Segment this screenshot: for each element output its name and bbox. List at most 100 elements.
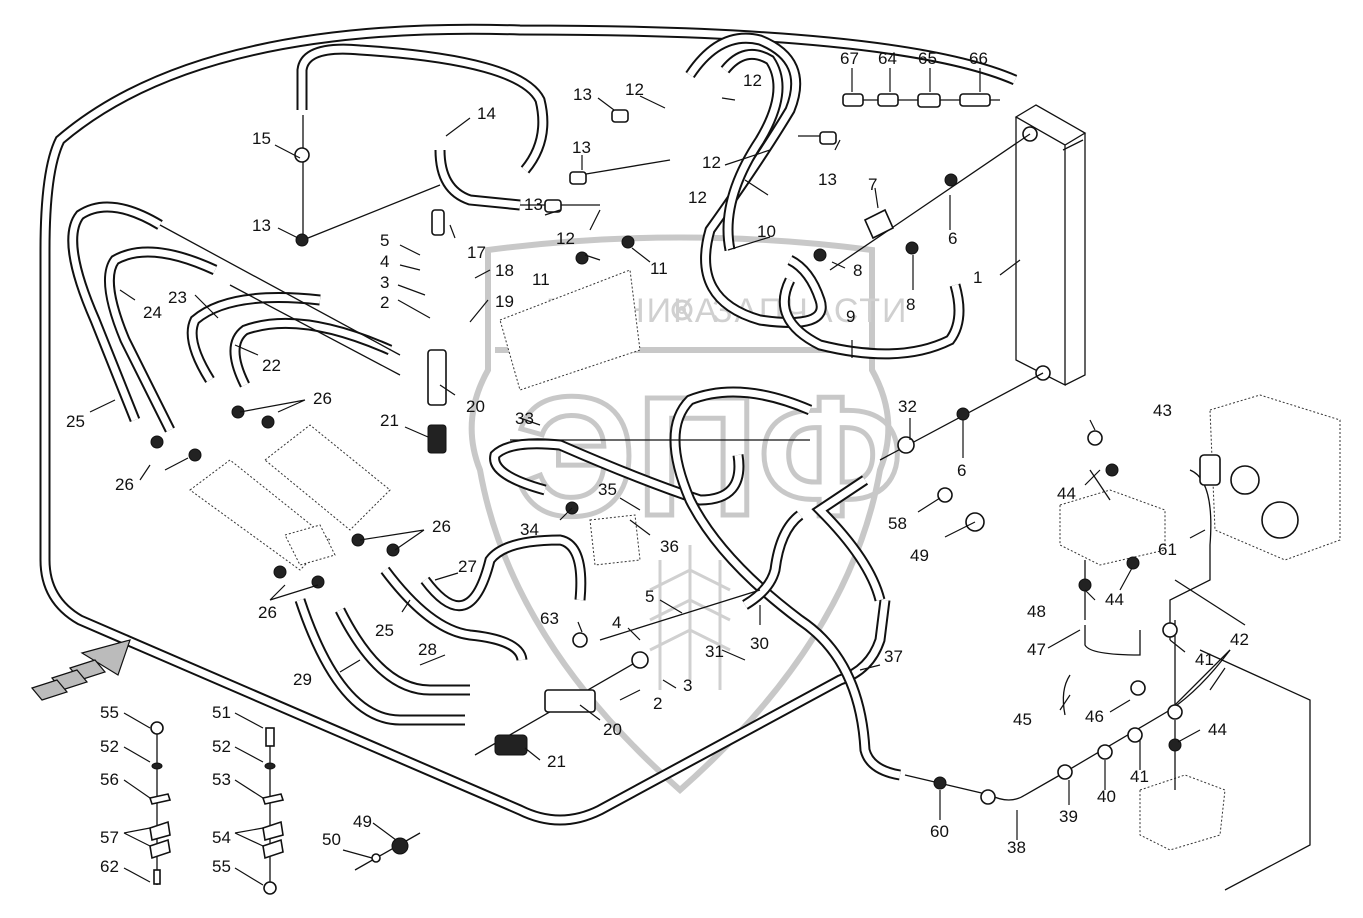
callout-9: 9 — [846, 307, 855, 326]
callout-27: 27 — [458, 557, 477, 576]
plug-set — [354, 832, 421, 871]
callout-44: 44 — [1208, 720, 1227, 739]
callout-13: 13 — [524, 195, 543, 214]
block-32 — [897, 436, 915, 454]
callout-26: 26 — [115, 475, 134, 494]
callout-19: 19 — [495, 292, 514, 311]
callout-56: 56 — [100, 770, 119, 789]
radiator-cooler — [1014, 104, 1087, 387]
tee-15 — [294, 147, 310, 163]
fitting-64 — [877, 93, 899, 107]
callout-44: 44 — [1057, 484, 1076, 503]
callout-23: 23 — [168, 288, 187, 307]
callout-48: 48 — [1027, 602, 1046, 621]
callout-20: 20 — [603, 720, 622, 739]
fittings — [150, 93, 1299, 805]
fitting-17 — [431, 209, 445, 236]
callout-labels: 67 64 65 66 13 12 12 14 15 13 13 12 12 1… — [66, 49, 1249, 876]
manifold-20b — [544, 689, 596, 713]
tee-39 — [1057, 764, 1073, 780]
callout-2: 2 — [653, 694, 662, 713]
hose-group-bottom — [294, 386, 902, 781]
fitting-46 — [1130, 680, 1146, 696]
callout-63: 63 — [540, 609, 559, 628]
callout-46: 46 — [1085, 707, 1104, 726]
sensor-66 — [959, 93, 991, 107]
callout-52: 52 — [100, 737, 119, 756]
elbow-43 — [1087, 430, 1103, 446]
callout-13: 13 — [573, 85, 592, 104]
callout-47: 47 — [1027, 640, 1046, 659]
fitting-40 — [1097, 744, 1113, 760]
fitting-67 — [842, 93, 864, 107]
callout-55: 55 — [100, 703, 119, 722]
callout-51: 51 — [212, 703, 231, 722]
callout-4: 4 — [612, 613, 621, 632]
callout-11: 11 — [532, 270, 550, 289]
callout-5: 5 — [380, 231, 389, 250]
tee-7 — [863, 208, 895, 240]
hose-9 — [778, 277, 965, 360]
callout-54: 54 — [212, 828, 231, 847]
callout-44: 44 — [1105, 590, 1124, 609]
wheat-emblem — [649, 545, 731, 690]
callout-39: 39 — [1059, 807, 1078, 826]
callout-8: 8 — [906, 295, 915, 314]
coupler-21b — [494, 734, 528, 756]
callout-30: 30 — [750, 634, 769, 653]
callout-66: 66 — [969, 49, 988, 68]
callout-2: 2 — [380, 293, 389, 312]
forward-direction-arrow — [30, 639, 131, 701]
callout-28: 28 — [418, 640, 437, 659]
callout-12: 12 — [702, 153, 721, 172]
callout-17: 17 — [467, 243, 486, 262]
callout-8: 8 — [853, 261, 862, 280]
callout-3: 3 — [380, 273, 389, 292]
callout-26: 26 — [432, 517, 451, 536]
callout-20: 20 — [466, 397, 485, 416]
callout-36: 36 — [660, 537, 679, 556]
callout-29: 29 — [293, 670, 312, 689]
callout-58: 58 — [888, 514, 907, 533]
callout-24: 24 — [143, 303, 162, 322]
callout-43: 43 — [1153, 401, 1172, 420]
callout-7: 7 — [868, 175, 877, 194]
callout-4: 4 — [380, 252, 389, 271]
callout-34: 34 — [520, 520, 539, 539]
callout-40: 40 — [1097, 787, 1116, 806]
callout-26: 26 — [258, 603, 277, 622]
callout-12: 12 — [625, 80, 644, 99]
callout-37: 37 — [884, 647, 903, 666]
callout-26: 26 — [313, 389, 332, 408]
fitting-65 — [917, 93, 941, 108]
callout-6: 6 — [948, 229, 957, 248]
callout-41: 41 — [1195, 650, 1214, 669]
callout-50: 50 — [322, 830, 341, 849]
pump-61-fitting — [1199, 454, 1221, 486]
callout-22: 22 — [262, 356, 281, 375]
callout-42: 42 — [1230, 630, 1249, 649]
callout-53: 53 — [212, 770, 231, 789]
control-valves — [189, 269, 1341, 851]
callout-61: 61 — [1158, 540, 1177, 559]
callout-45: 45 — [1013, 710, 1032, 729]
callout-62: 62 — [100, 857, 119, 876]
coupler-21 — [427, 424, 447, 454]
callout-15: 15 — [252, 129, 271, 148]
callout-13: 13 — [252, 216, 271, 235]
callout-1: 1 — [973, 268, 982, 287]
callout-5: 5 — [645, 587, 654, 606]
fitting-13 — [295, 233, 309, 247]
callout-11: 11 — [650, 259, 668, 278]
clamp-set-left — [148, 721, 172, 885]
callout-64: 64 — [878, 49, 897, 68]
manifold-20 — [427, 349, 447, 406]
gear-icon — [671, 299, 693, 321]
callout-21: 21 — [547, 752, 566, 771]
callout-12: 12 — [556, 229, 575, 248]
callout-25: 25 — [66, 412, 85, 431]
clamp-set-right — [261, 727, 285, 895]
callout-41: 41 — [1130, 767, 1149, 786]
callout-33: 33 — [515, 409, 534, 428]
callout-10: 10 — [757, 222, 776, 241]
